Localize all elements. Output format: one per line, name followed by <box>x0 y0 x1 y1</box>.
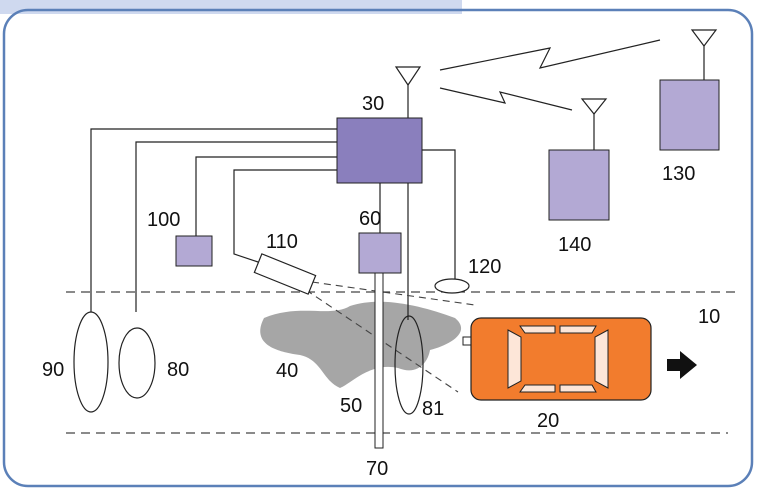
label-controller: 30 <box>362 93 384 115</box>
controller-box <box>336 117 423 184</box>
vehicle-window-side <box>519 384 556 393</box>
wire-to-90 <box>90 128 337 312</box>
label-loop-81: 81 <box>422 398 444 420</box>
puddle <box>260 301 462 388</box>
label-loop-90: 90 <box>42 359 64 381</box>
remote-station-140 <box>548 149 610 221</box>
loop-80 <box>118 327 156 399</box>
wiring <box>90 84 456 320</box>
antenna-icon <box>580 98 608 115</box>
header-strip <box>0 0 462 14</box>
pole-unit-60 <box>358 232 402 274</box>
vehicle <box>462 317 652 401</box>
label-road: 10 <box>698 306 720 328</box>
lightning-link-icon <box>439 39 661 71</box>
wire-to-100 <box>195 156 337 236</box>
right-arrow-icon <box>667 351 697 379</box>
wire-to-80 <box>135 141 337 312</box>
loop-81 <box>394 315 424 415</box>
label-device-100: 100 <box>147 209 180 231</box>
label-pole: 50 <box>340 395 362 417</box>
label-pole-base: 70 <box>366 458 388 480</box>
label-puddle: 40 <box>276 360 298 382</box>
device-box-100 <box>175 235 213 267</box>
loop-90 <box>73 311 109 413</box>
pole <box>374 261 384 449</box>
label-pole-unit: 60 <box>359 208 381 230</box>
vehicle-windshield-rear <box>594 329 609 389</box>
wire-to-110 <box>233 169 337 263</box>
label-sensor-120: 120 <box>468 256 501 278</box>
antenna-icon <box>394 66 422 87</box>
antenna-icon <box>690 29 718 47</box>
wire-to-120 <box>422 149 456 282</box>
label-remote-station-130: 130 <box>662 163 695 185</box>
label-vehicle: 20 <box>537 410 559 432</box>
label-remote-station-140: 140 <box>558 234 591 256</box>
vehicle-window-side <box>559 384 597 393</box>
label-camera-110: 110 <box>266 231 298 253</box>
vehicle-window-side <box>519 325 556 334</box>
vehicle-front-sensor <box>462 336 472 346</box>
camera-110 <box>253 253 317 295</box>
camera-view-line-upper <box>311 281 476 306</box>
lightning-link-icon <box>439 87 573 111</box>
vehicle-windshield-front <box>507 329 522 389</box>
remote-station-130 <box>659 79 720 151</box>
vehicle-window-side <box>559 325 597 334</box>
sensor-120 <box>434 278 470 294</box>
camera-view-line-lower <box>305 289 459 393</box>
label-loop-80: 80 <box>167 359 189 381</box>
diagram-frame <box>2 8 754 488</box>
